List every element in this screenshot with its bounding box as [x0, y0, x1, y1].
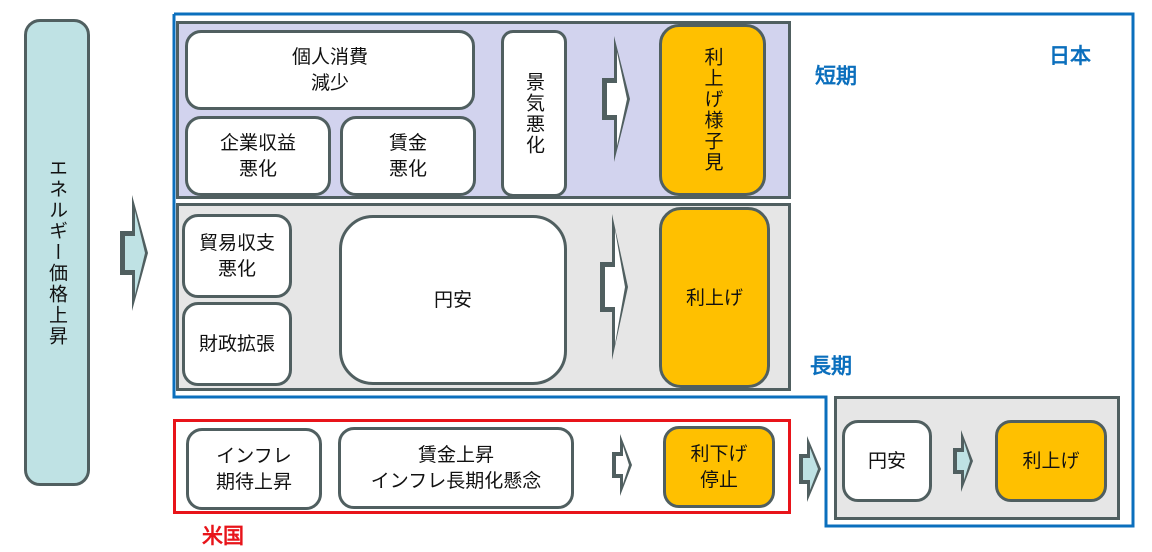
wage-inflation-concern-box: 賃金上昇 インフレ長期化懸念 [338, 427, 574, 509]
us-region-outline [173, 419, 791, 514]
trade-balance-decline-box: 貿易収支 悪化 [182, 214, 292, 298]
combined-rate-hike-box: 利上げ [995, 420, 1107, 502]
us-region-label: 米国 [202, 524, 244, 548]
wage-decline-box: 賃金 悪化 [340, 116, 476, 196]
japan-region-label: 日本 [1049, 44, 1091, 68]
short-term-label: 短期 [815, 64, 857, 88]
rate-cut-pause-box: 利下げ 停止 [663, 426, 775, 508]
rate-hike-wait-box: 利上げ様子見 [659, 24, 766, 196]
arrow-right-icon [612, 434, 632, 496]
energy-price-rise-box: エネルギー価格上昇 [24, 19, 90, 486]
fiscal-expansion-box: 財政拡張 [182, 302, 292, 386]
arrow-right-icon [953, 430, 973, 492]
yen-depreciation-box: 円安 [339, 215, 567, 385]
arrow-right-icon [799, 436, 821, 502]
arrow-right-icon [602, 36, 630, 162]
long-term-label: 長期 [810, 354, 852, 378]
combined-yen-depreciation-box: 円安 [842, 420, 932, 502]
corporate-profit-decline-box: 企業収益 悪化 [185, 116, 331, 196]
consumption-decline-box: 個人消費 減少 [185, 30, 475, 110]
rate-hike-box: 利上げ [659, 207, 770, 388]
arrow-right-icon [600, 214, 628, 360]
economic-downturn-box: 景気悪化 [501, 30, 567, 197]
inflation-expectation-box: インフレ 期待上昇 [186, 428, 322, 510]
arrow-right-icon [120, 195, 148, 311]
